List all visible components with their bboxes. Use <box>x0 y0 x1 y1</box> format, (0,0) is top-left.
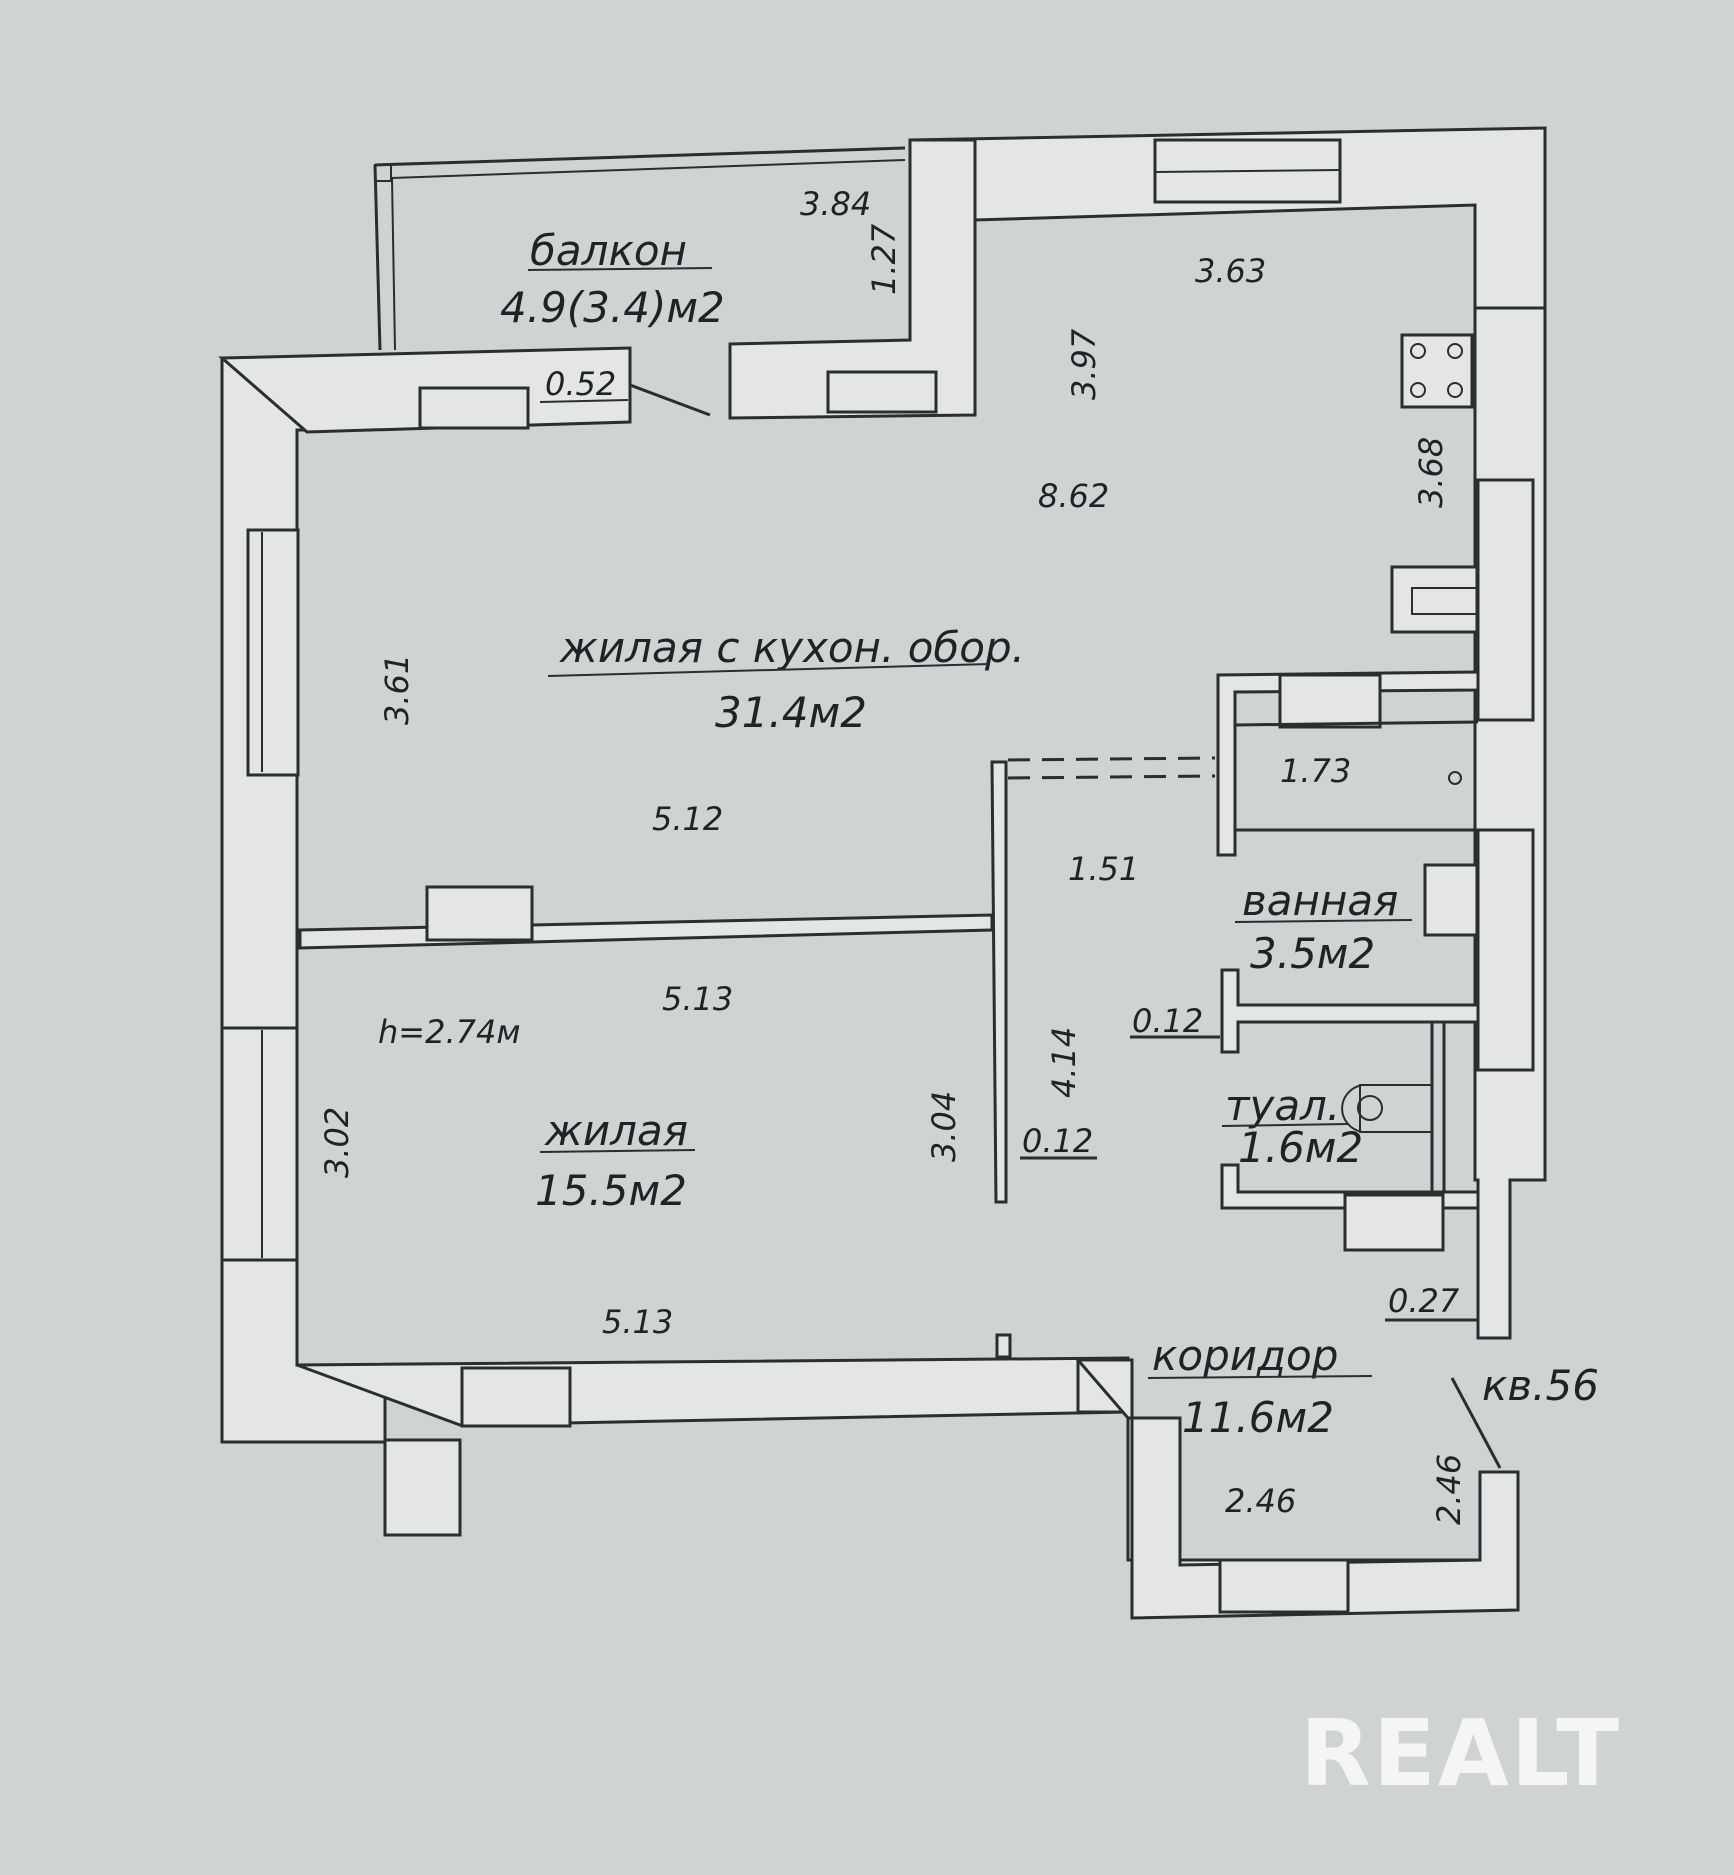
window-right-top <box>1476 478 1535 722</box>
partition-hall <box>990 760 1008 1204</box>
bathroom-toilet-wall <box>1220 968 1480 1054</box>
dimension-labels: 3.84 1.27 0.52 3.63 3.97 3.68 8.62 3.61 … <box>318 185 1599 1525</box>
apartment-label: кв.56 <box>1482 1361 1599 1410</box>
window-living-bottom <box>460 1366 572 1428</box>
dim-living-right: 3.04 <box>925 1091 963 1162</box>
living-kitchen-name: жилая с кухон. обор. <box>559 623 1025 672</box>
dim-corridor-width: 2.46 <box>1225 1482 1296 1520</box>
dim-balcony-width: 3.84 <box>800 185 871 223</box>
balcony <box>373 146 906 351</box>
balcony-top-rail <box>374 146 906 167</box>
dim-kitchen-depth: 3.97 <box>1065 328 1103 400</box>
toilet-seat-icon <box>1357 1095 1383 1121</box>
stove <box>1400 333 1474 409</box>
window-balcony-right <box>826 370 938 414</box>
dim-partition-2: 0.12 <box>1022 1122 1093 1160</box>
living-kitchen-underline <box>547 663 991 677</box>
window-right-bottom <box>1476 828 1535 1072</box>
door-living <box>425 885 534 942</box>
bathroom-top-wall <box>1216 670 1480 857</box>
kitchen-sink-icon <box>1390 565 1479 634</box>
dim-living-kitchen-bottom: 5.12 <box>652 800 723 838</box>
balcony-door-swing <box>629 383 711 417</box>
dim-partition-1: 0.12 <box>1132 1002 1203 1040</box>
bathroom-niche-line <box>1234 720 1479 727</box>
living-kitchen-area: 31.4м2 <box>715 688 867 737</box>
living-name: жилая <box>544 1106 688 1155</box>
window-left-top <box>246 528 300 777</box>
dim-niche-width: 1.73 <box>1280 752 1351 790</box>
dim-corridor-side: 2.46 <box>1430 1454 1468 1525</box>
window-left-bottom <box>220 1026 299 1262</box>
room-labels: балкон 4.9(3.4)м2 жилая с кухон. обор. 3… <box>500 226 1413 1442</box>
bathroom-drain-icon <box>1448 771 1462 785</box>
window-kitchen-line <box>1154 169 1341 173</box>
balcony-left-rail <box>373 164 382 351</box>
dim-window-offset-underline <box>539 399 629 403</box>
corridor-name: коридор <box>1152 1331 1338 1380</box>
dim-kitchen-side: 3.68 <box>1412 437 1450 508</box>
dim-corridor-depth: 4.14 <box>1045 1027 1083 1098</box>
window-corridor-bottom <box>1218 1558 1350 1614</box>
bathroom-name-underline <box>1234 919 1413 923</box>
dim-hall-width: 1.51 <box>1068 850 1139 888</box>
dim-living-left: 3.02 <box>318 1107 356 1178</box>
dash-opening-1 <box>1007 756 1216 762</box>
window-balcony-left <box>418 386 530 430</box>
dim-wall-thickness: 0.27 <box>1388 1282 1460 1320</box>
toilet-vent <box>1343 1193 1445 1252</box>
dim-window-offset: 0.52 <box>545 365 616 403</box>
toilet-name: туал. <box>1225 1081 1340 1130</box>
bathroom-name: ванная <box>1242 876 1398 925</box>
toilet-bowl-icon <box>1341 1084 1363 1133</box>
interior-walls <box>298 670 1480 1359</box>
bathroom-sink-icon <box>1423 863 1479 937</box>
dim-living-bottom: 5.13 <box>602 1303 673 1341</box>
balcony-top-rail-inner <box>391 159 906 179</box>
dim-kitchen-top: 3.63 <box>1195 252 1266 290</box>
bathroom-vent <box>1278 673 1382 729</box>
toilet-bowl-tank <box>1359 1084 1433 1133</box>
partition-stub <box>995 1333 1012 1359</box>
dim-living-kitchen-left: 3.61 <box>378 654 416 725</box>
ceiling-height: h=2.74м <box>378 1013 520 1051</box>
balcony-corner <box>374 164 392 182</box>
toilet-area: 1.6м2 <box>1238 1123 1363 1172</box>
bathroom-area: 3.5м2 <box>1250 929 1375 978</box>
balcony-left-rail-inner <box>391 177 396 351</box>
living-area: 15.5м2 <box>535 1166 687 1215</box>
corridor-name-underline <box>1147 1375 1373 1379</box>
dim-living-top: 5.13 <box>662 980 733 1018</box>
corridor-area: 11.6м2 <box>1182 1393 1334 1442</box>
balcony-area: 4.9(3.4)м2 <box>500 283 725 332</box>
dim-kitchen-diag: 8.62 <box>1038 477 1109 515</box>
top-right-wall <box>909 126 1547 310</box>
kitchen-sink-inner <box>1411 587 1478 615</box>
windows <box>220 138 1535 1614</box>
watermark-logo: REALT <box>1300 1700 1622 1807</box>
toilet-name-underline <box>1221 1123 1349 1127</box>
dash-opening-2 <box>1007 774 1216 780</box>
dim-balcony-depth: 1.27 <box>865 223 903 295</box>
balcony-name-underline <box>527 267 713 271</box>
balcony-name: балкон <box>530 226 687 275</box>
living-name-underline <box>539 1149 696 1153</box>
apartment-leader <box>1450 1377 1502 1469</box>
